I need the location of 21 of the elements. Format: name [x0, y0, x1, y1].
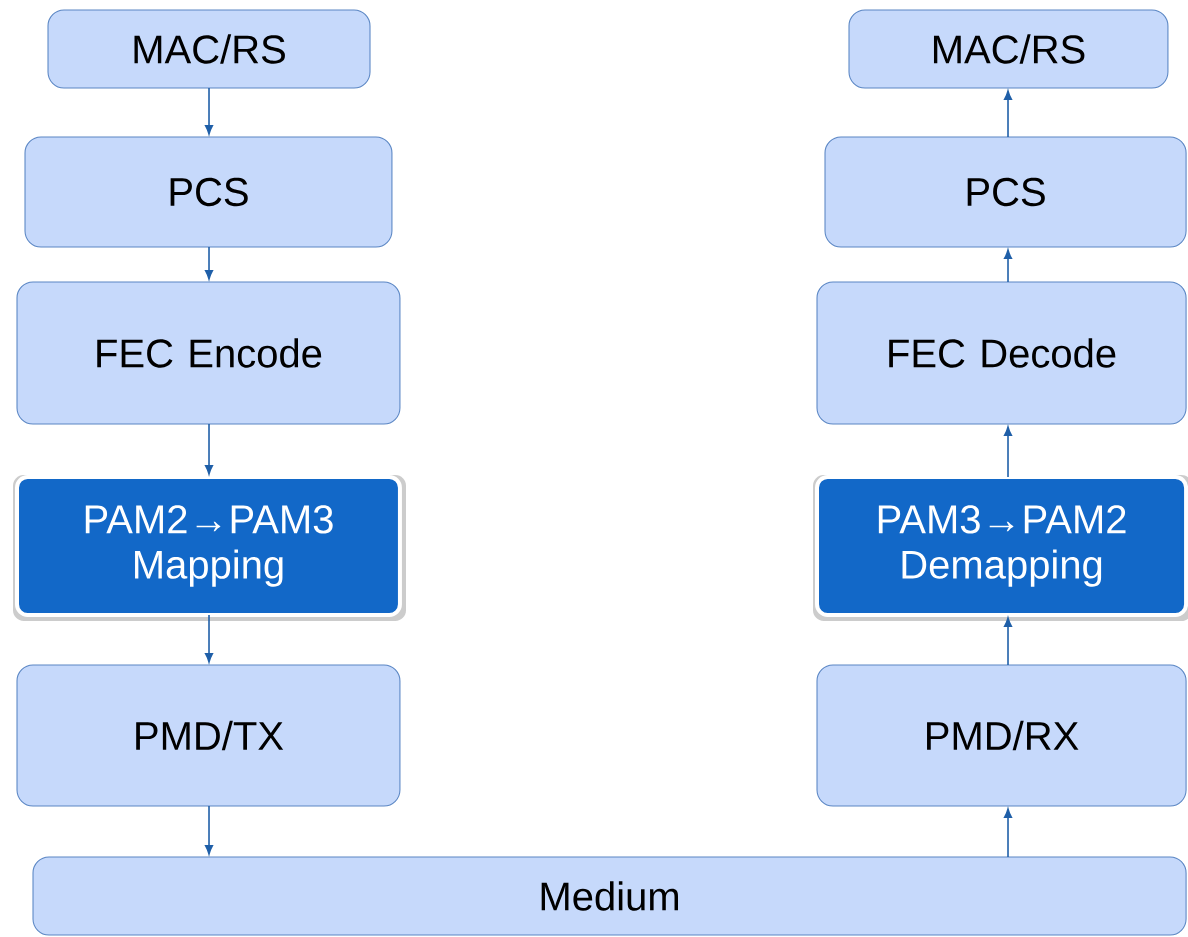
layer-box: PMD/RX — [816, 664, 1187, 807]
layer-box: MAC/RS — [47, 9, 371, 89]
arrow — [1003, 808, 1013, 858]
arrow — [1003, 617, 1013, 666]
arrow — [1003, 426, 1013, 478]
layer-box: Medium — [32, 856, 1187, 936]
layer-box: PMD/TX — [16, 664, 401, 807]
layer-box: PCS — [824, 136, 1187, 248]
highlight-box: PAM2→PAM3 Mapping — [15, 475, 402, 617]
arrow — [1003, 249, 1013, 283]
arrow — [204, 805, 214, 855]
layer-box: MAC/RS — [848, 9, 1169, 89]
arrow — [204, 87, 214, 135]
layer-box: FEC Decode — [816, 281, 1187, 425]
arrow — [204, 423, 214, 475]
arrow — [204, 246, 214, 280]
layer-box: PCS — [24, 136, 393, 248]
arrow — [1003, 90, 1013, 138]
layer-box: FEC Encode — [16, 281, 401, 425]
highlight-box: PAM3→PAM2 Demapping — [815, 475, 1188, 617]
arrow — [204, 614, 214, 663]
